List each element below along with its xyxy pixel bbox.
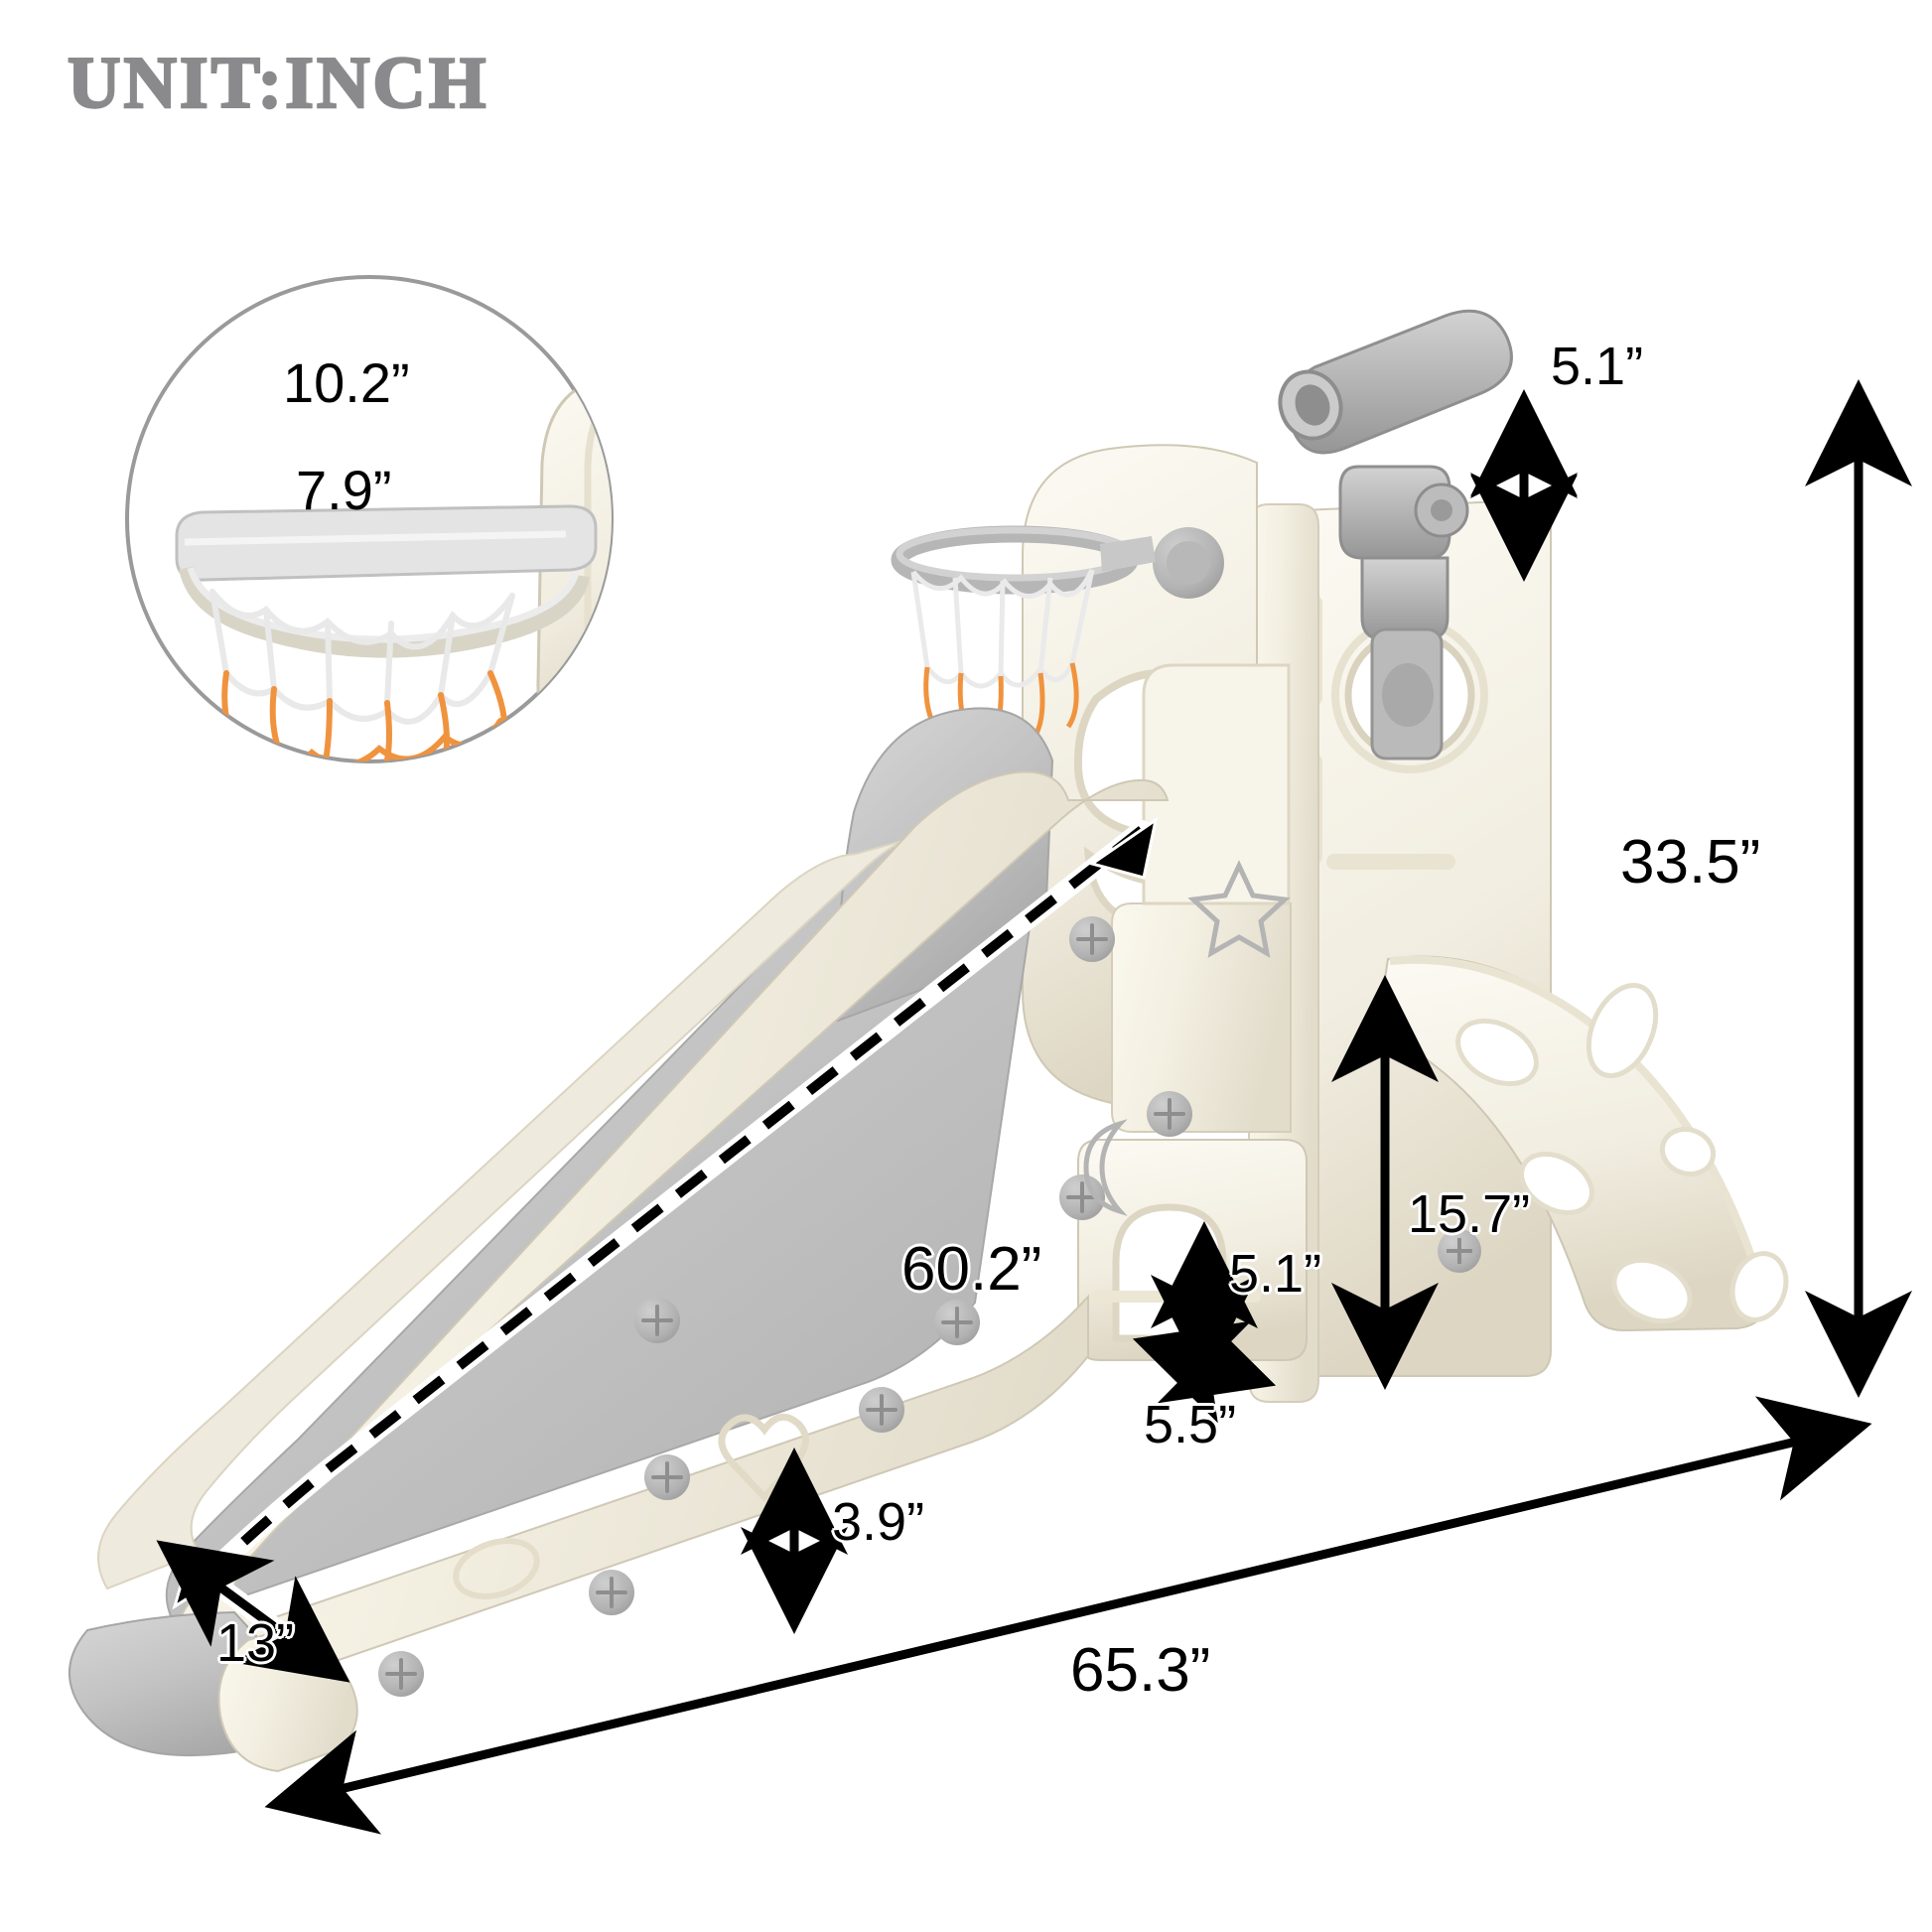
telescope	[1278, 309, 1513, 760]
label-slide-length: 60.2”	[901, 1235, 1042, 1304]
label-platform-height: 15.7”	[1408, 1184, 1531, 1244]
label-total-depth: 65.3”	[1070, 1636, 1211, 1705]
basketball-net	[910, 568, 1095, 689]
label-slide-width: 13”	[216, 1613, 295, 1673]
tower-lower-support	[1111, 663, 1292, 1133]
label-arch-width: 5.5”	[1144, 1395, 1237, 1454]
label-slide-rail-height: 3.9”	[832, 1492, 925, 1552]
panel-knob	[1153, 527, 1224, 599]
ramp-grip-holds	[1455, 982, 1789, 1324]
page-title: UNIT:INCH	[67, 42, 489, 126]
label-total-height: 33.5”	[1620, 828, 1761, 897]
climbing-ramp	[1378, 955, 1789, 1332]
label-telescope-height: 5.1”	[1551, 337, 1644, 396]
label-hoop-inner-diameter: 7.9”	[296, 459, 392, 521]
basketball-hoop	[891, 525, 1156, 753]
label-hoop-outer-width: 10.2”	[283, 351, 410, 414]
label-arch-height: 5.1”	[1229, 1244, 1322, 1304]
